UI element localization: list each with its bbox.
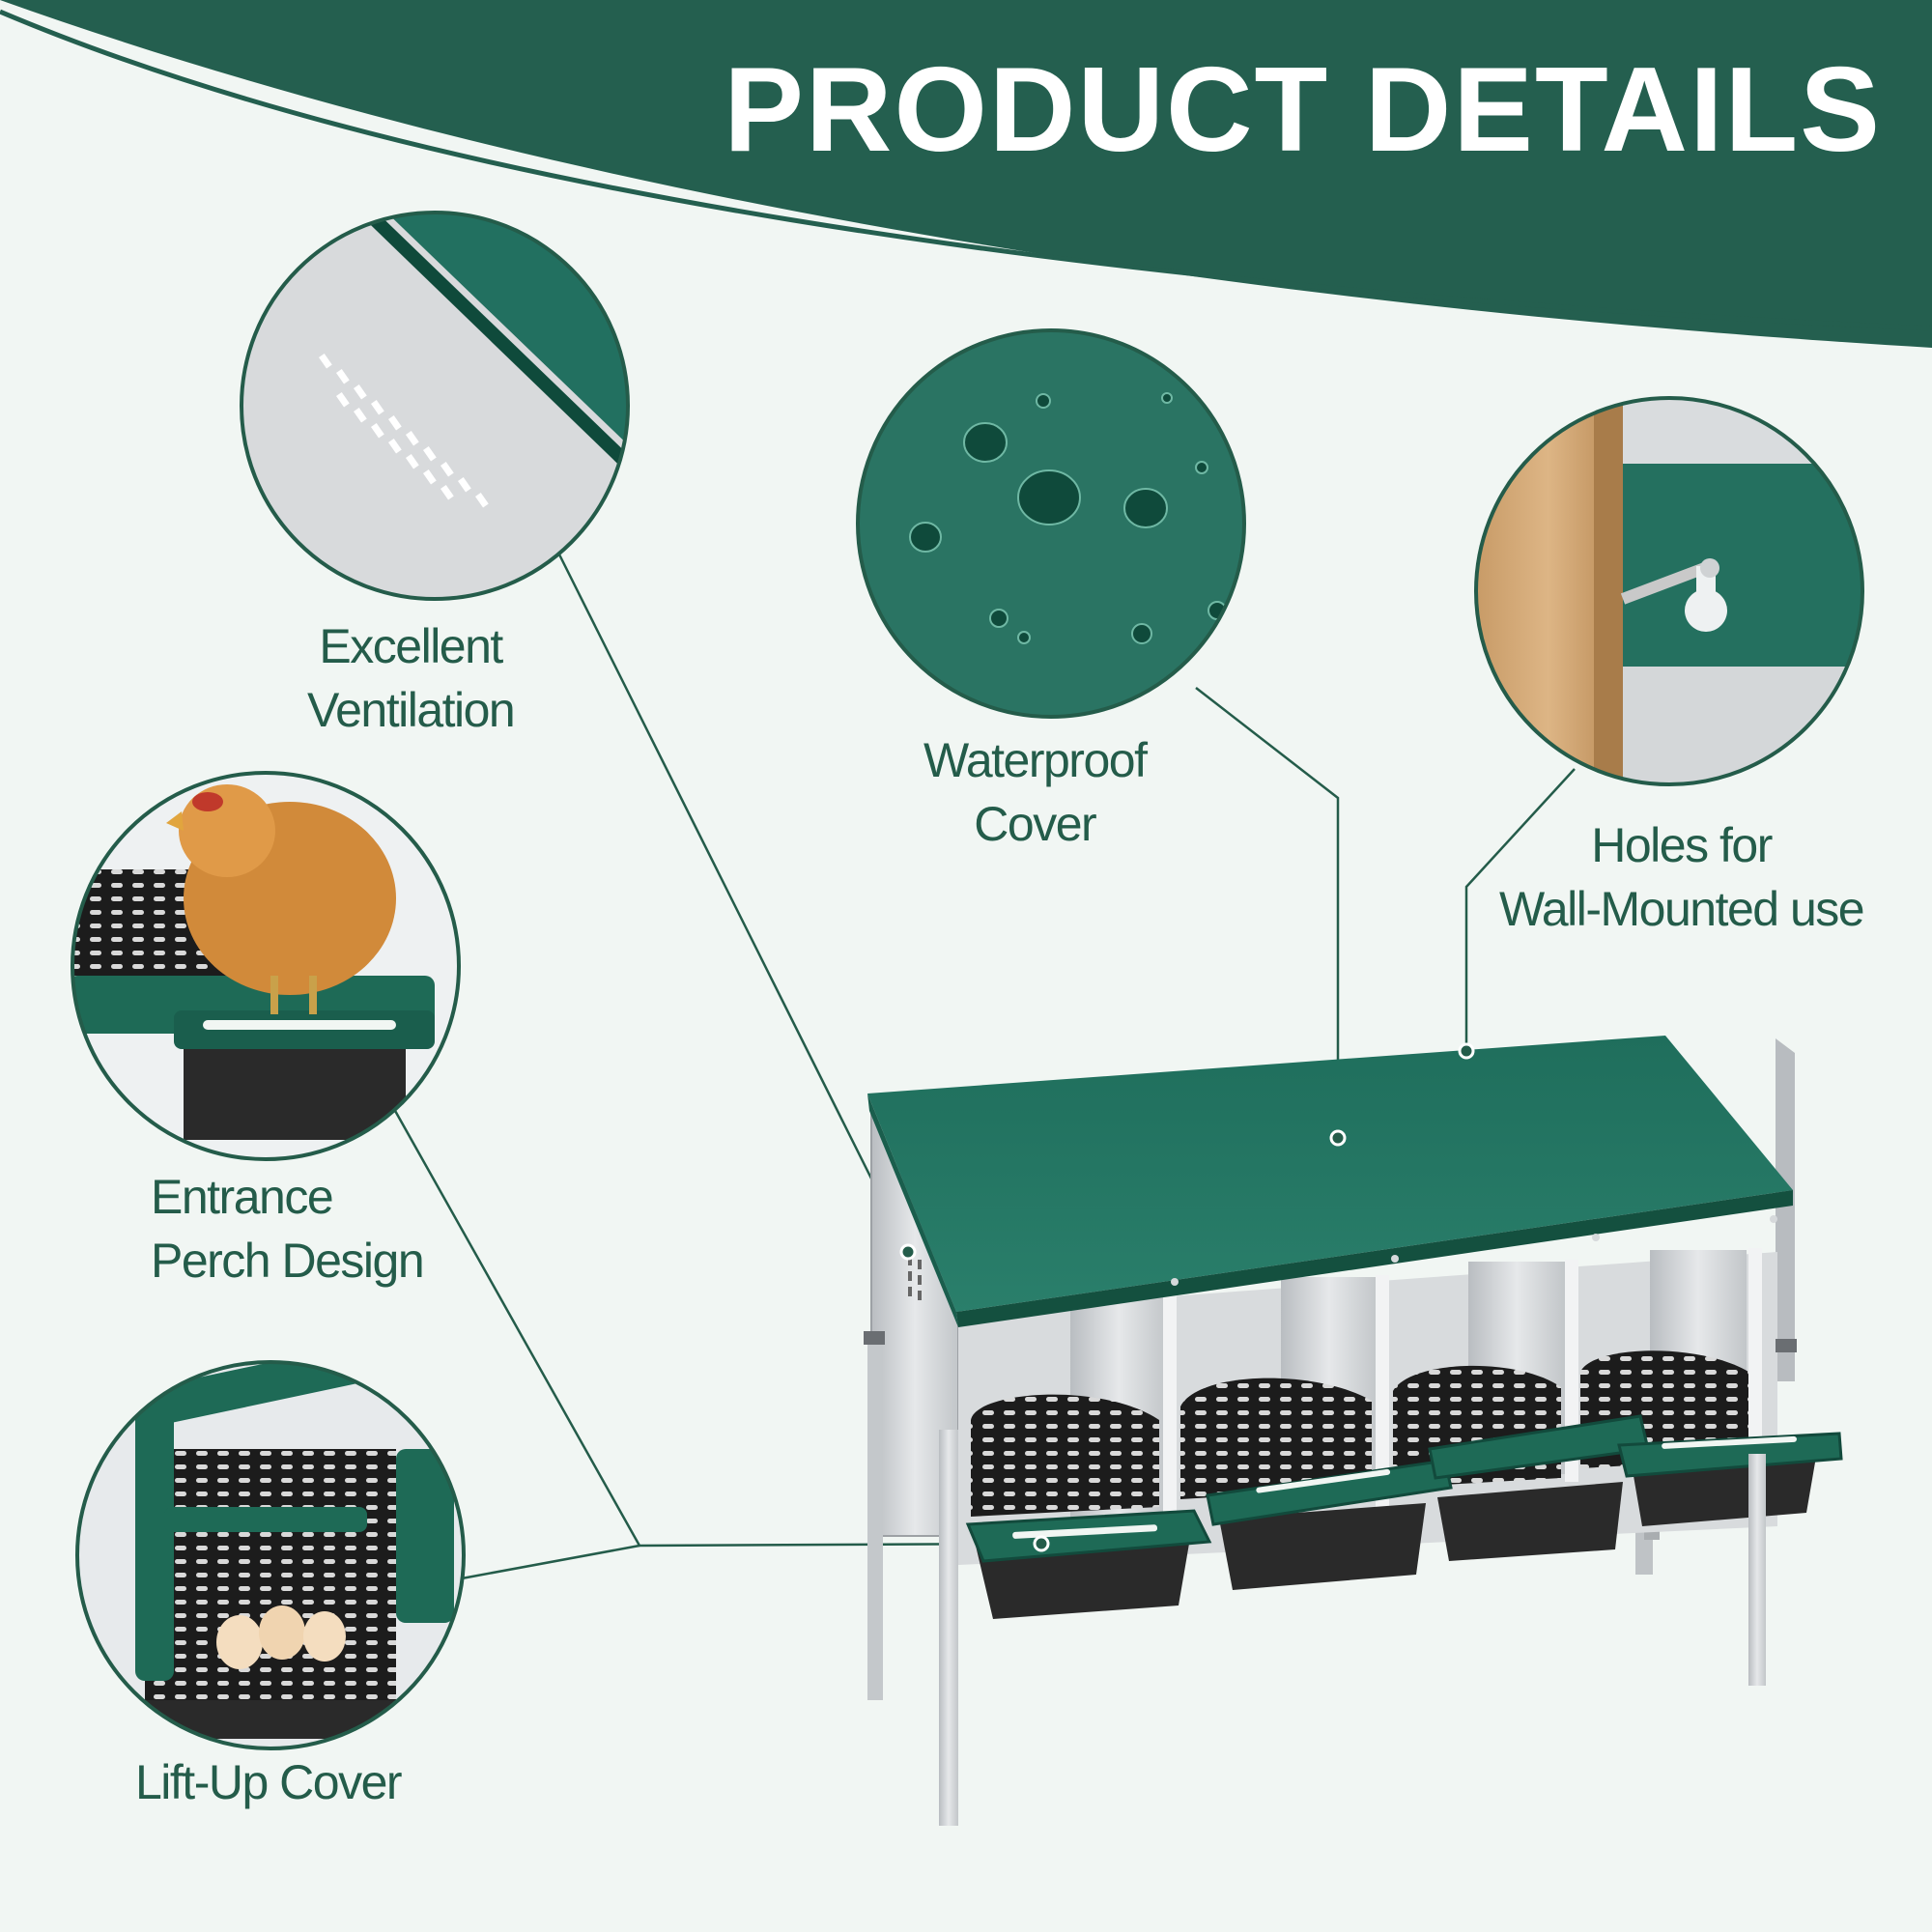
feature-label-lift-up-cover-line1: Lift-Up Cover <box>135 1755 403 1809</box>
feature-label-lift-up-cover: Lift-Up Cover <box>135 1750 403 1814</box>
feature-label-waterproof-line1: Waterproof <box>923 733 1148 787</box>
page-title: PRODUCT DETAILS <box>724 43 1882 177</box>
ventilation-detail-image <box>240 211 630 601</box>
feature-label-perch-line1: Entrance <box>151 1170 334 1224</box>
waterproof-detail-image <box>856 328 1246 719</box>
header-accent-line <box>0 9 1932 331</box>
header-band <box>0 0 1932 348</box>
feature-label-wall-mount: Holes for Wall-Mounted use <box>1499 813 1865 941</box>
feature-label-ventilation: Excellent Ventilation <box>307 614 516 742</box>
feature-label-ventilation-line1: Excellent <box>319 619 503 673</box>
feature-label-perch: Entrance Perch Design <box>151 1165 425 1293</box>
feature-label-wall-mount-line1: Holes for <box>1591 818 1773 872</box>
feature-label-waterproof-line2: Cover <box>974 797 1096 851</box>
wall-mount-detail-image <box>1474 396 1864 786</box>
feature-label-waterproof: Waterproof Cover <box>923 728 1148 856</box>
lift-up-cover-detail-image <box>75 1360 466 1750</box>
feature-label-ventilation-line2: Ventilation <box>307 683 516 737</box>
nesting-box-product <box>864 1036 1843 1826</box>
perch-detail-image <box>71 771 461 1161</box>
connector-lines <box>392 552 1576 1580</box>
feature-label-perch-line2: Perch Design <box>151 1234 425 1288</box>
feature-label-wall-mount-line2: Wall-Mounted use <box>1499 882 1865 936</box>
